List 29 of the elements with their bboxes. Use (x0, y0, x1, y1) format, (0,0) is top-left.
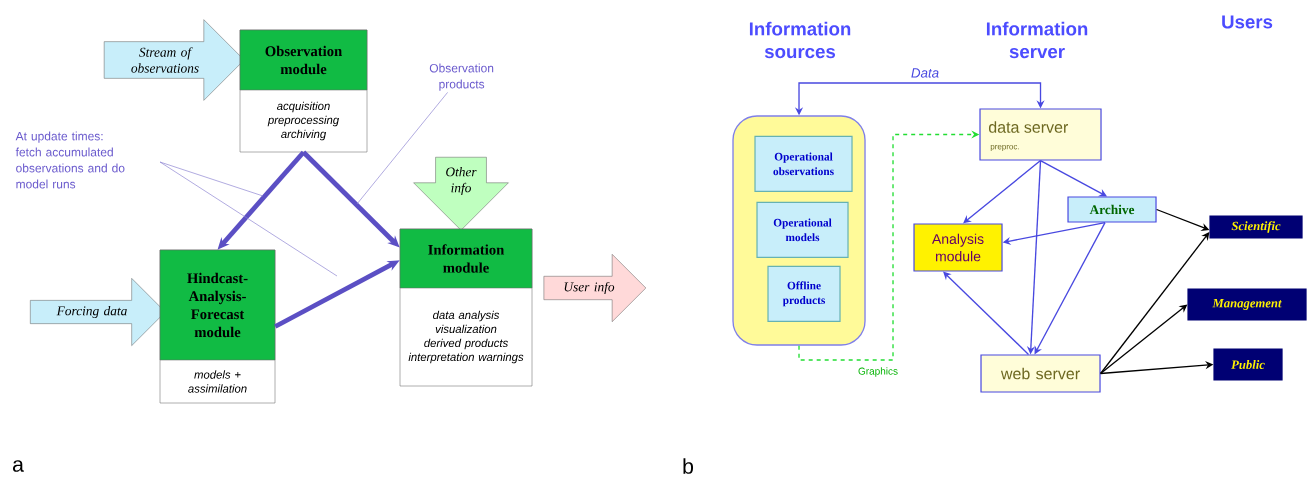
leader-line (159, 161, 264, 197)
edge-label: Graphics (856, 366, 900, 378)
edge-label: Data (909, 67, 941, 79)
user-box: Public (1213, 348, 1283, 381)
arrow (1039, 159, 1107, 197)
module-box: Hindcast-Analysis-Forecast module models + assimilation (159, 249, 276, 404)
user-box: Management (1187, 288, 1307, 321)
column-heading: Information sources (749, 21, 851, 59)
source-box: Operational models (756, 201, 849, 258)
source-box: Operational observations (754, 135, 853, 192)
leader-line (356, 92, 448, 205)
module-box: Observation module acquisition preprocessing archiving (239, 29, 368, 153)
annotation-text: Observation products (429, 63, 494, 91)
arrow (963, 159, 1042, 224)
panel-label: b (683, 458, 694, 474)
arrow (1099, 232, 1210, 375)
module-box: Information module data analysis visualization derived products interpretation warnings (399, 228, 533, 387)
arrow (943, 271, 1030, 356)
user-box: Scientific (1209, 215, 1303, 239)
column-heading: Information server (986, 21, 1088, 59)
source-box: Offline products (767, 265, 841, 322)
leader-line (159, 161, 338, 277)
analysis-box: Analysis module (913, 223, 1003, 272)
server-box: web server (980, 354, 1101, 393)
column-heading: Users (1222, 15, 1273, 29)
annotation-text: At update times: fetch accumulated observations and do model runs (15, 131, 125, 189)
archive-box: Archive (1067, 196, 1157, 223)
server-box: data server preproc. (979, 108, 1102, 161)
panel-label: a (12, 460, 24, 472)
